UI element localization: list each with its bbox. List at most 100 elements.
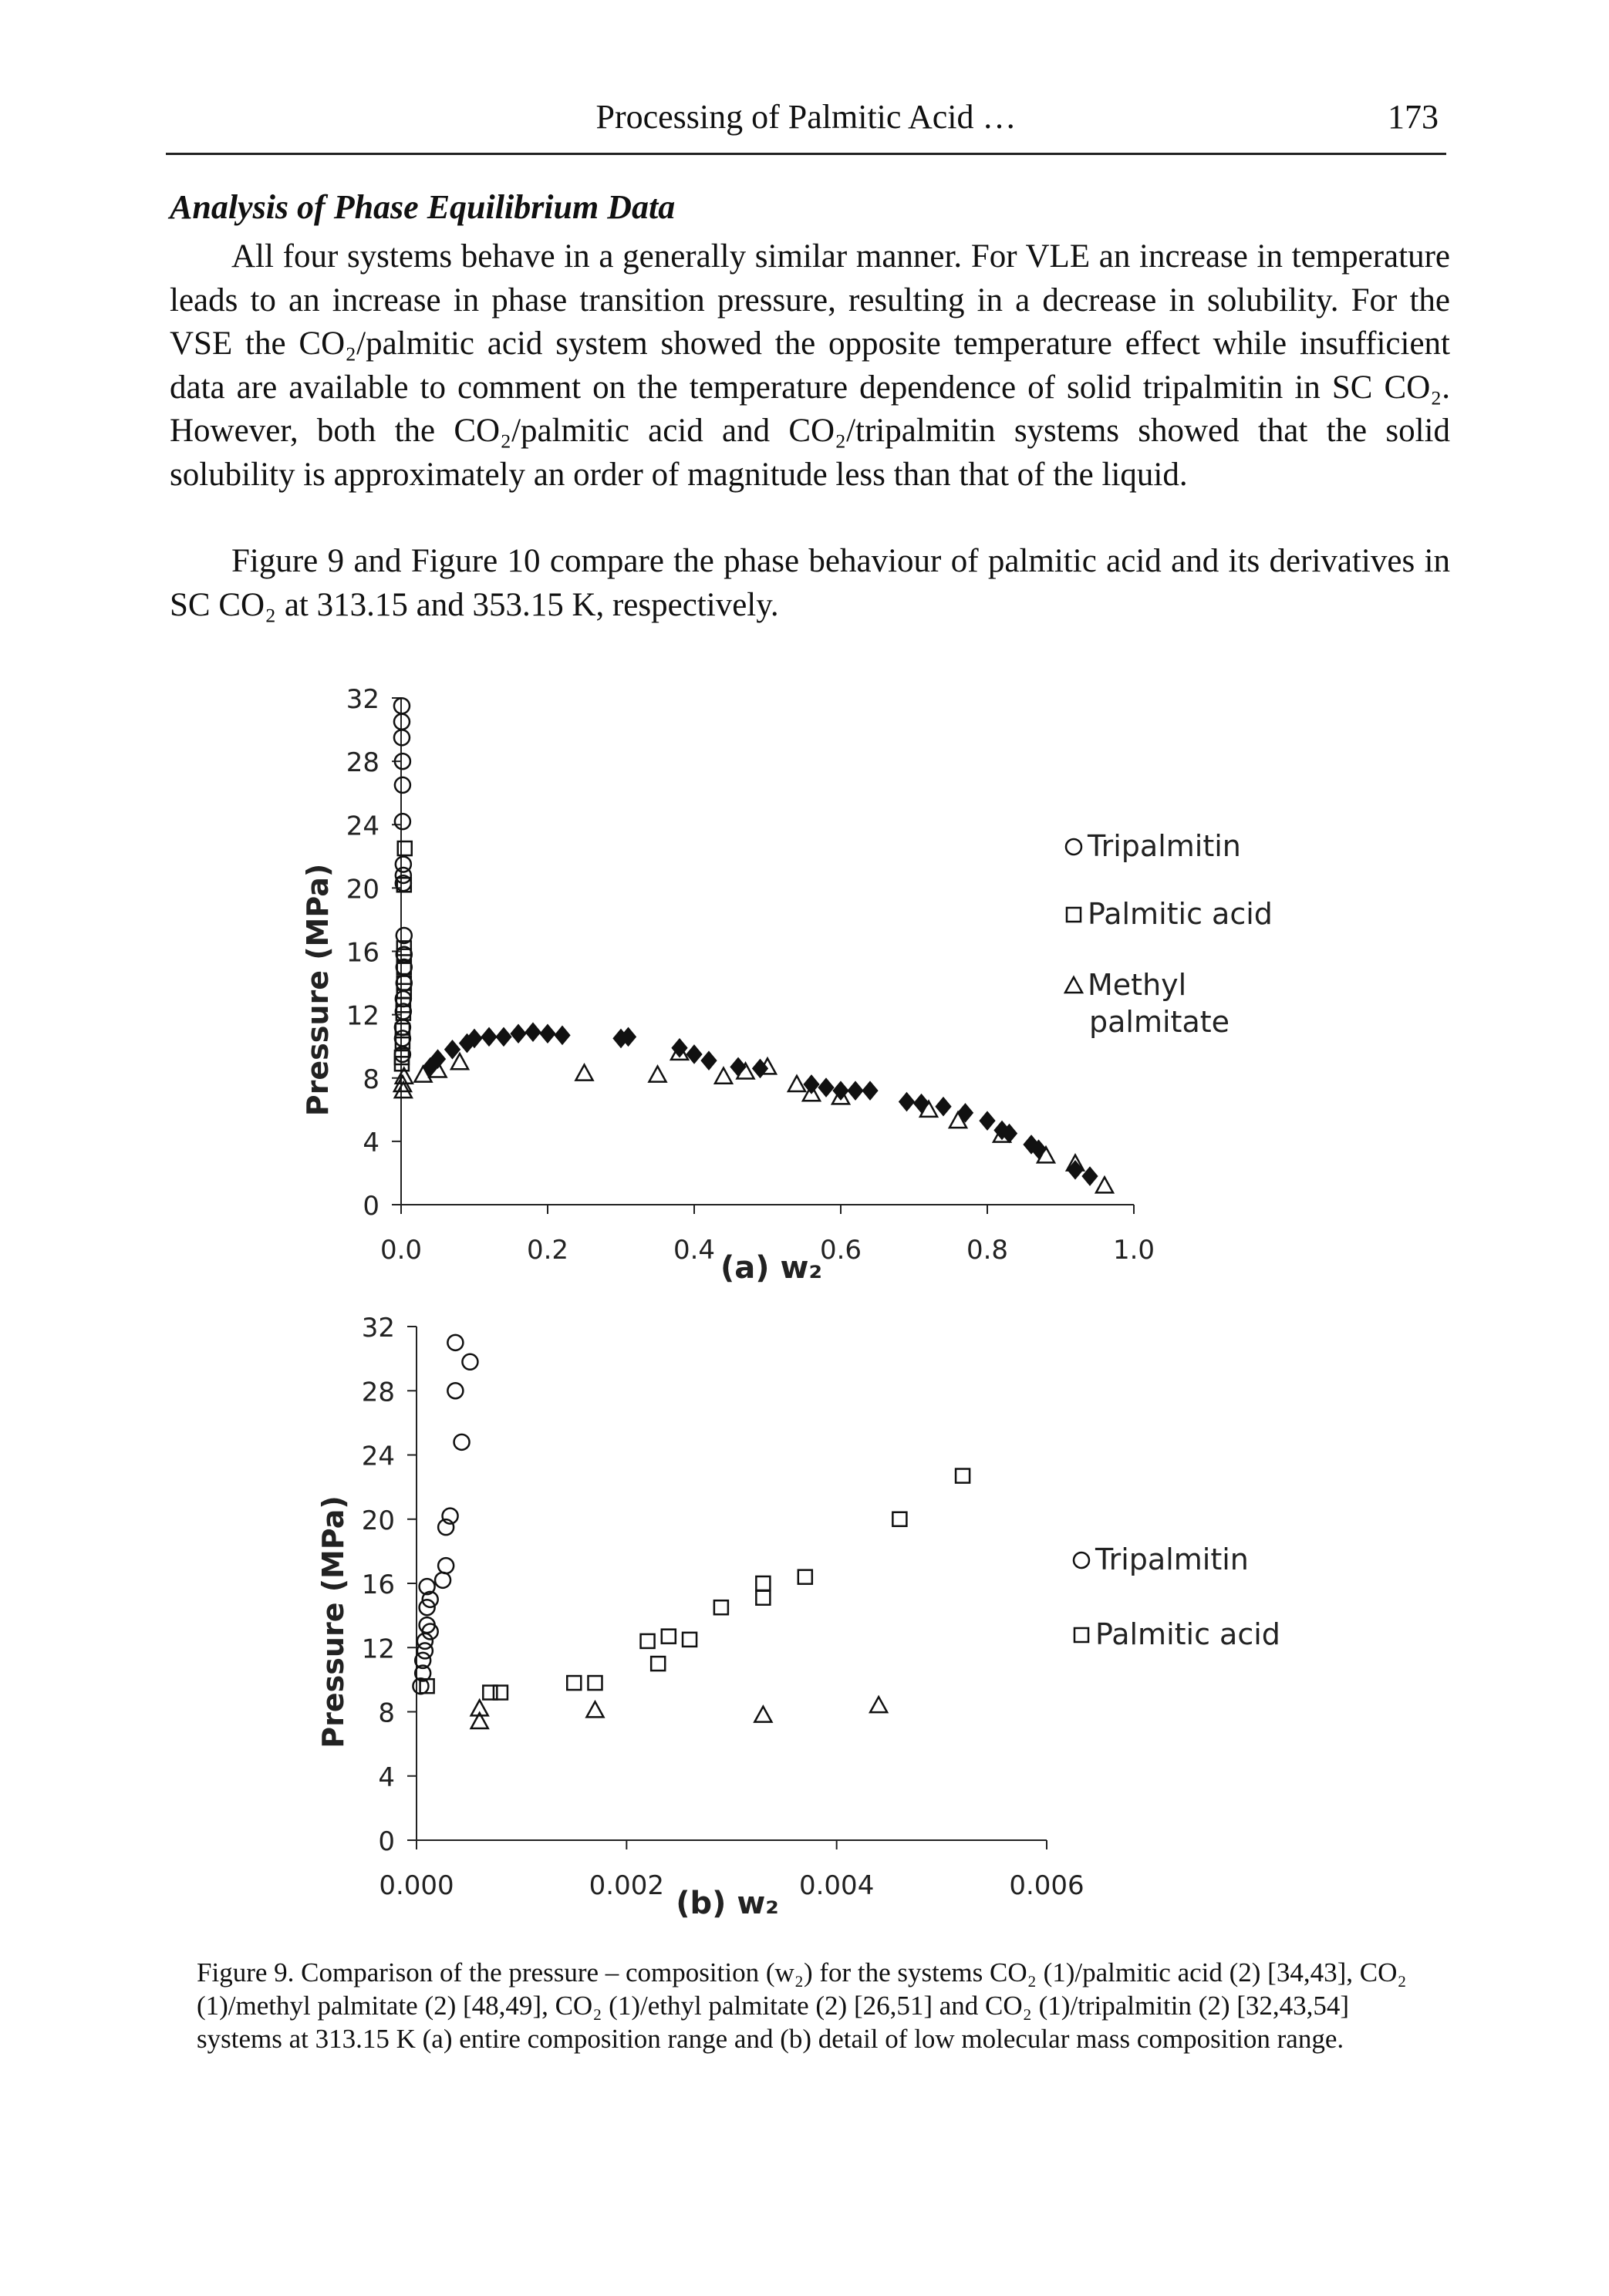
- data-point-palmitic-acid: [755, 1575, 771, 1592]
- data-point-ethyl-palmitate: [510, 1023, 527, 1044]
- data-point-ethyl-palmitate: [935, 1096, 952, 1117]
- data-point-methyl-palmitate: [1094, 1175, 1115, 1194]
- x-tick-label: 0.002: [589, 1870, 664, 1901]
- data-point-ethyl-palmitate: [751, 1058, 769, 1079]
- data-point-ethyl-palmitate: [898, 1091, 916, 1112]
- y-tick-label: 8: [363, 1064, 379, 1095]
- data-point-palmitic-acid: [587, 1674, 603, 1691]
- data-point-palmitic-acid: [419, 1677, 435, 1694]
- data-point-tripalmitin: [393, 812, 412, 831]
- y-tick-label: 24: [346, 811, 379, 841]
- data-point-ethyl-palmitate: [539, 1023, 556, 1044]
- x-tick-label: 0.4: [673, 1235, 715, 1266]
- data-point-palmitic-acid: [395, 1005, 412, 1021]
- data-point-palmitic-acid: [492, 1684, 509, 1701]
- data-point-tripalmitin: [433, 1571, 452, 1590]
- data-point-ethyl-palmitate: [979, 1111, 996, 1131]
- data-point-palmitic-acid: [954, 1468, 971, 1484]
- y-tick-label: 16: [362, 1569, 395, 1600]
- data-point-ethyl-palmitate: [554, 1025, 571, 1046]
- legend-marker-methyl-palmitate: [1063, 975, 1084, 994]
- x-tick-label: 0.0: [380, 1235, 422, 1266]
- y-tick-label: 12: [346, 1001, 379, 1032]
- y-tick-label: 28: [346, 747, 379, 778]
- data-point-palmitic-acid: [396, 840, 413, 857]
- x-axis-label: (b) w₂: [676, 1886, 779, 1921]
- x-axis-label: (a) w₂: [720, 1250, 822, 1286]
- data-point-ethyl-palmitate: [686, 1044, 703, 1064]
- data-point-palmitic-acid: [396, 975, 413, 991]
- data-point-palmitic-acid: [394, 1033, 411, 1050]
- data-point-methyl-palmitate: [469, 1698, 490, 1717]
- y-tick-label: 0: [378, 1826, 395, 1857]
- data-point-methyl-palmitate: [801, 1083, 822, 1102]
- data-point-methyl-palmitate: [947, 1110, 969, 1129]
- data-point-palmitic-acid: [639, 1633, 656, 1650]
- figure-caption: Figure 9. Comparison of the pressure – c…: [197, 1957, 1407, 2054]
- data-point-palmitic-acid: [396, 948, 413, 964]
- data-point-ethyl-palmitate: [1081, 1166, 1098, 1186]
- data-point-palmitic-acid: [660, 1628, 677, 1644]
- data-point-ethyl-palmitate: [700, 1050, 717, 1070]
- y-axis-label: Pressure (MPa): [316, 1495, 350, 1748]
- data-point-ethyl-palmitate: [862, 1081, 879, 1101]
- data-point-tripalmitin: [393, 776, 412, 794]
- data-point-tripalmitin: [441, 1507, 459, 1525]
- data-point-ethyl-palmitate: [1000, 1123, 1018, 1144]
- data-point-tripalmitin: [416, 1632, 434, 1650]
- y-tick-label: 24: [362, 1441, 395, 1472]
- data-point-palmitic-acid: [566, 1674, 582, 1691]
- data-point-tripalmitin: [453, 1433, 471, 1451]
- x-tick-label: 0.8: [966, 1235, 1008, 1266]
- data-point-tripalmitin: [413, 1651, 432, 1670]
- data-point-palmitic-acid: [396, 877, 413, 893]
- data-point-tripalmitin: [447, 1382, 464, 1400]
- x-tick-label: 0.2: [527, 1235, 568, 1266]
- page-number: 173: [1388, 98, 1439, 136]
- data-point-methyl-palmitate: [449, 1051, 471, 1070]
- data-point-tripalmitin: [437, 1556, 455, 1575]
- body-paragraph-1: All four systems behave in a generally s…: [170, 235, 1450, 497]
- data-point-ethyl-palmitate: [912, 1093, 930, 1114]
- y-tick-label: 32: [362, 1313, 395, 1344]
- data-point-tripalmitin: [437, 1518, 455, 1536]
- paragraph-2-text: Figure 9 and Figure 10 compare the phase…: [170, 543, 1450, 623]
- data-point-methyl-palmitate: [585, 1699, 605, 1718]
- legend-label-tripalmitin: Tripalmitin: [1087, 829, 1241, 863]
- data-point-ethyl-palmitate: [847, 1081, 864, 1101]
- data-point-ethyl-palmitate: [481, 1027, 498, 1047]
- y-tick-label: 32: [346, 684, 379, 715]
- x-tick-label: 1.0: [1113, 1235, 1155, 1266]
- running-header: Processing of Palmitic Acid … 173: [166, 93, 1446, 147]
- legend-marker-palmitic-acid: [1065, 906, 1082, 923]
- data-point-methyl-palmitate: [786, 1074, 808, 1093]
- x-tick-label: 0.006: [1009, 1870, 1084, 1901]
- data-point-ethyl-palmitate: [429, 1049, 447, 1069]
- data-point-ethyl-palmitate: [832, 1081, 849, 1101]
- data-point-methyl-palmitate: [393, 1080, 413, 1099]
- data-point-tripalmitin: [394, 866, 413, 885]
- x-tick-label: 0.000: [379, 1870, 454, 1901]
- y-tick-label: 0: [363, 1191, 379, 1222]
- data-point-tripalmitin: [395, 974, 413, 992]
- data-point-ethyl-palmitate: [730, 1057, 747, 1077]
- data-point-tripalmitin: [393, 729, 411, 747]
- data-point-palmitic-acid: [681, 1631, 698, 1648]
- data-point-tripalmitin: [395, 926, 413, 945]
- data-point-tripalmitin: [447, 1333, 464, 1352]
- legend-label-tripalmitin: Tripalmitin: [1095, 1542, 1249, 1576]
- data-point-tripalmitin: [413, 1664, 432, 1682]
- data-point-methyl-palmitate: [753, 1704, 774, 1723]
- data-point-tripalmitin: [418, 1598, 436, 1617]
- data-point-palmitic-acid: [755, 1590, 771, 1606]
- running-title: Processing of Palmitic Acid …: [595, 98, 1017, 136]
- data-point-palmitic-acid: [394, 1022, 411, 1039]
- data-point-methyl-palmitate: [647, 1064, 668, 1083]
- data-point-ethyl-palmitate: [671, 1037, 688, 1058]
- data-point-methyl-palmitate: [713, 1066, 734, 1084]
- data-point-tripalmitin: [461, 1353, 479, 1371]
